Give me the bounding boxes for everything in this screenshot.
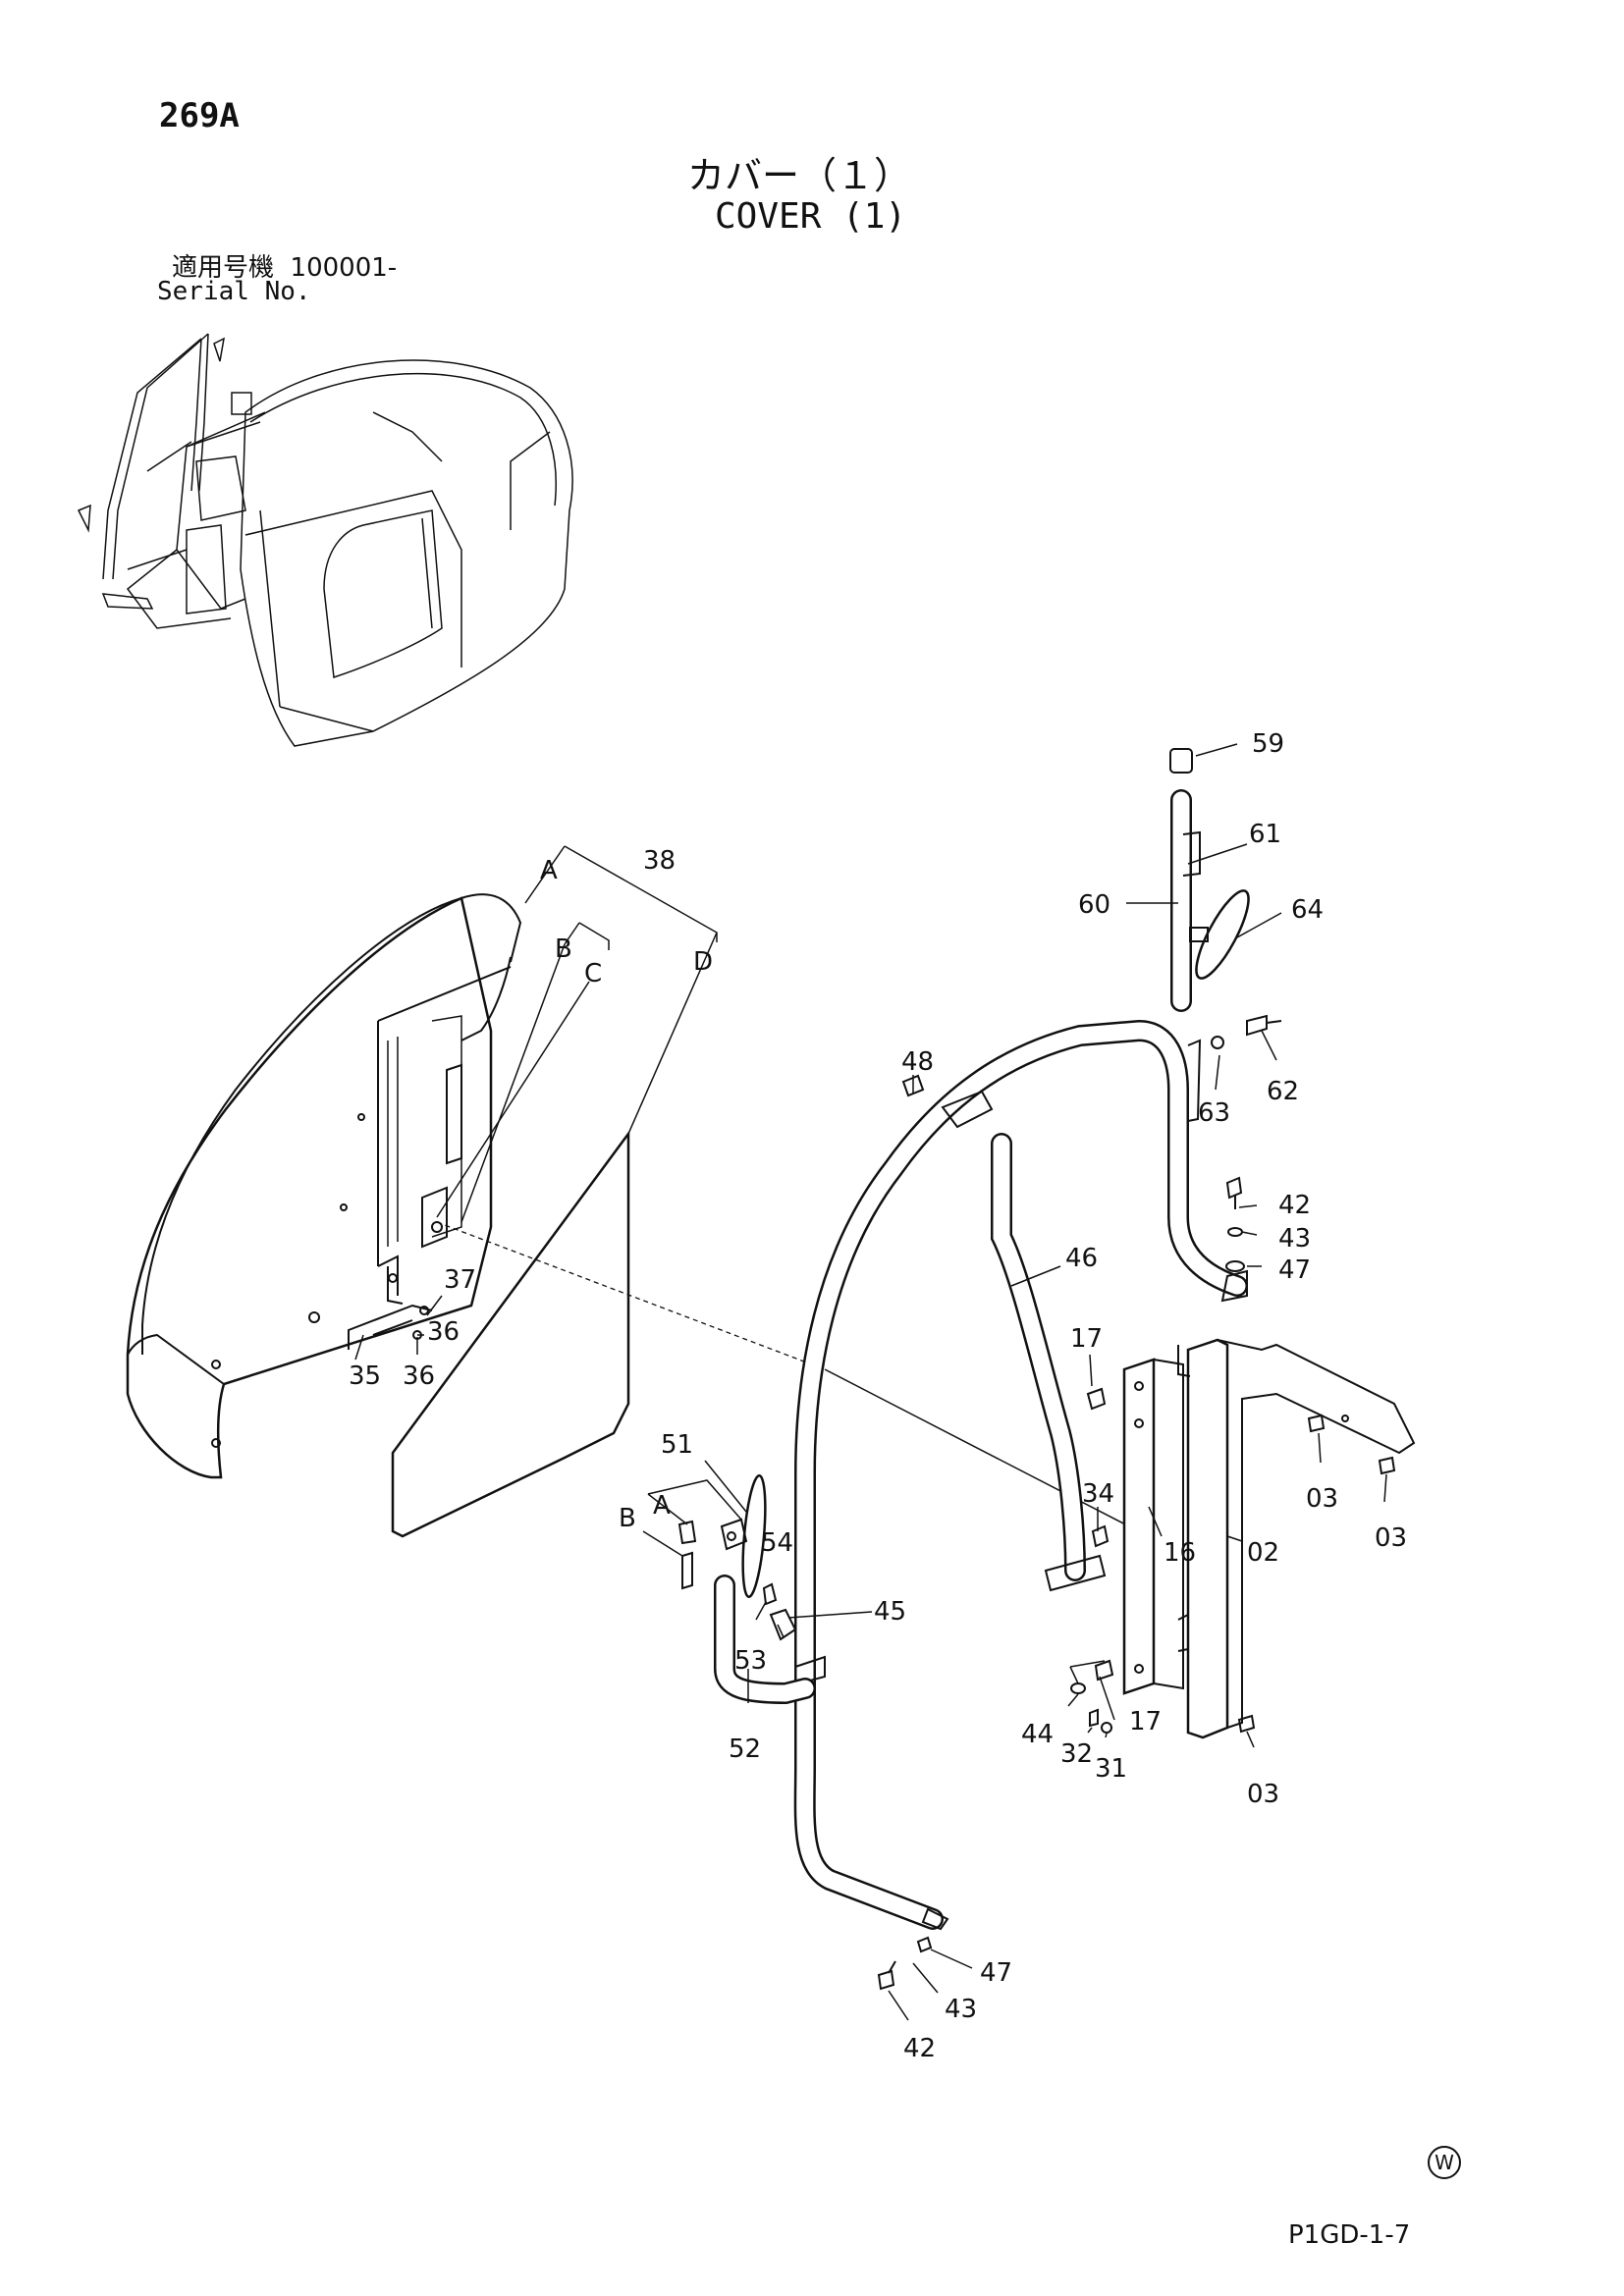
callout-36-a: 36 [427,1317,460,1347]
callout-46: 46 [1065,1244,1098,1273]
callout-a-1: A [540,856,558,885]
callout-48: 48 [901,1047,934,1077]
callout-37: 37 [444,1265,476,1295]
callout-17-b: 17 [1129,1707,1162,1736]
callout-47-b: 47 [980,1958,1012,1988]
title-japanese: カバー（１） [687,154,912,197]
callout-02: 02 [1247,1538,1279,1568]
bracket-53 [769,1608,797,1641]
callout-51: 51 [661,1430,693,1460]
callout-53: 53 [734,1646,767,1676]
callout-35: 35 [349,1362,381,1391]
callout-34: 34 [1082,1479,1114,1509]
callout-60: 60 [1078,890,1110,920]
callout-42-a: 42 [1278,1191,1311,1220]
callout-45: 45 [874,1597,906,1627]
callout-b-1: B [555,934,572,964]
callout-16: 16 [1164,1538,1196,1568]
callout-d-1: D [693,947,713,977]
page-number: 269A [159,96,240,135]
callout-43-b: 43 [945,1995,977,2024]
leader-lines [354,743,1387,2021]
callout-31: 31 [1095,1754,1127,1784]
mirror-51 [677,1473,767,1599]
callout-47-a: 47 [1278,1255,1311,1285]
mirror-stay-60 [1169,748,1201,1012]
cover-panel-38 [126,893,522,1479]
mirror-64 [1189,889,1250,980]
callout-b-2: B [619,1504,636,1533]
callout-64: 64 [1291,895,1324,925]
reference-code: P1GD-1-7 [1288,2220,1411,2250]
title-english: COVER (1) [715,196,907,237]
callout-03-b: 03 [1375,1523,1407,1553]
callout-38: 38 [643,846,676,876]
watermark-w: W [1428,2146,1461,2179]
callout-42-b: 42 [903,2034,936,2063]
callout-32: 32 [1060,1739,1093,1769]
bracket-02 [1177,1338,1416,1739]
pipe-52 [714,1575,816,1705]
callout-36-b: 36 [403,1362,435,1391]
callout-c-1: C [584,959,602,988]
callout-03-a: 03 [1306,1484,1338,1514]
callout-59: 59 [1252,729,1284,759]
bracket-16 [1122,1358,1184,1695]
callout-44: 44 [1021,1720,1054,1749]
callout-54: 54 [761,1528,793,1558]
callout-a-2: A [653,1491,671,1521]
callout-labels: 59 61 60 64 38 A B C D 48 63 62 42 43 47… [349,729,1407,2063]
callout-43-a: 43 [1278,1224,1311,1254]
panel-d [391,1130,630,1538]
serial-label-english: Serial No. [157,277,311,306]
bolts-and-washers [762,1014,1396,1991]
machine-overview-illustration [77,333,573,747]
callout-52: 52 [729,1735,761,1764]
callout-63: 63 [1198,1098,1230,1128]
support-stay-46 [991,1133,1107,1592]
serial-label-japanese: 適用号機 100001- [172,253,398,283]
frame-pipe-45 [793,1019,1248,1931]
callout-17-a: 17 [1070,1324,1103,1354]
callout-62: 62 [1267,1077,1299,1106]
callout-61: 61 [1249,820,1281,849]
callout-03-c: 03 [1247,1780,1279,1809]
